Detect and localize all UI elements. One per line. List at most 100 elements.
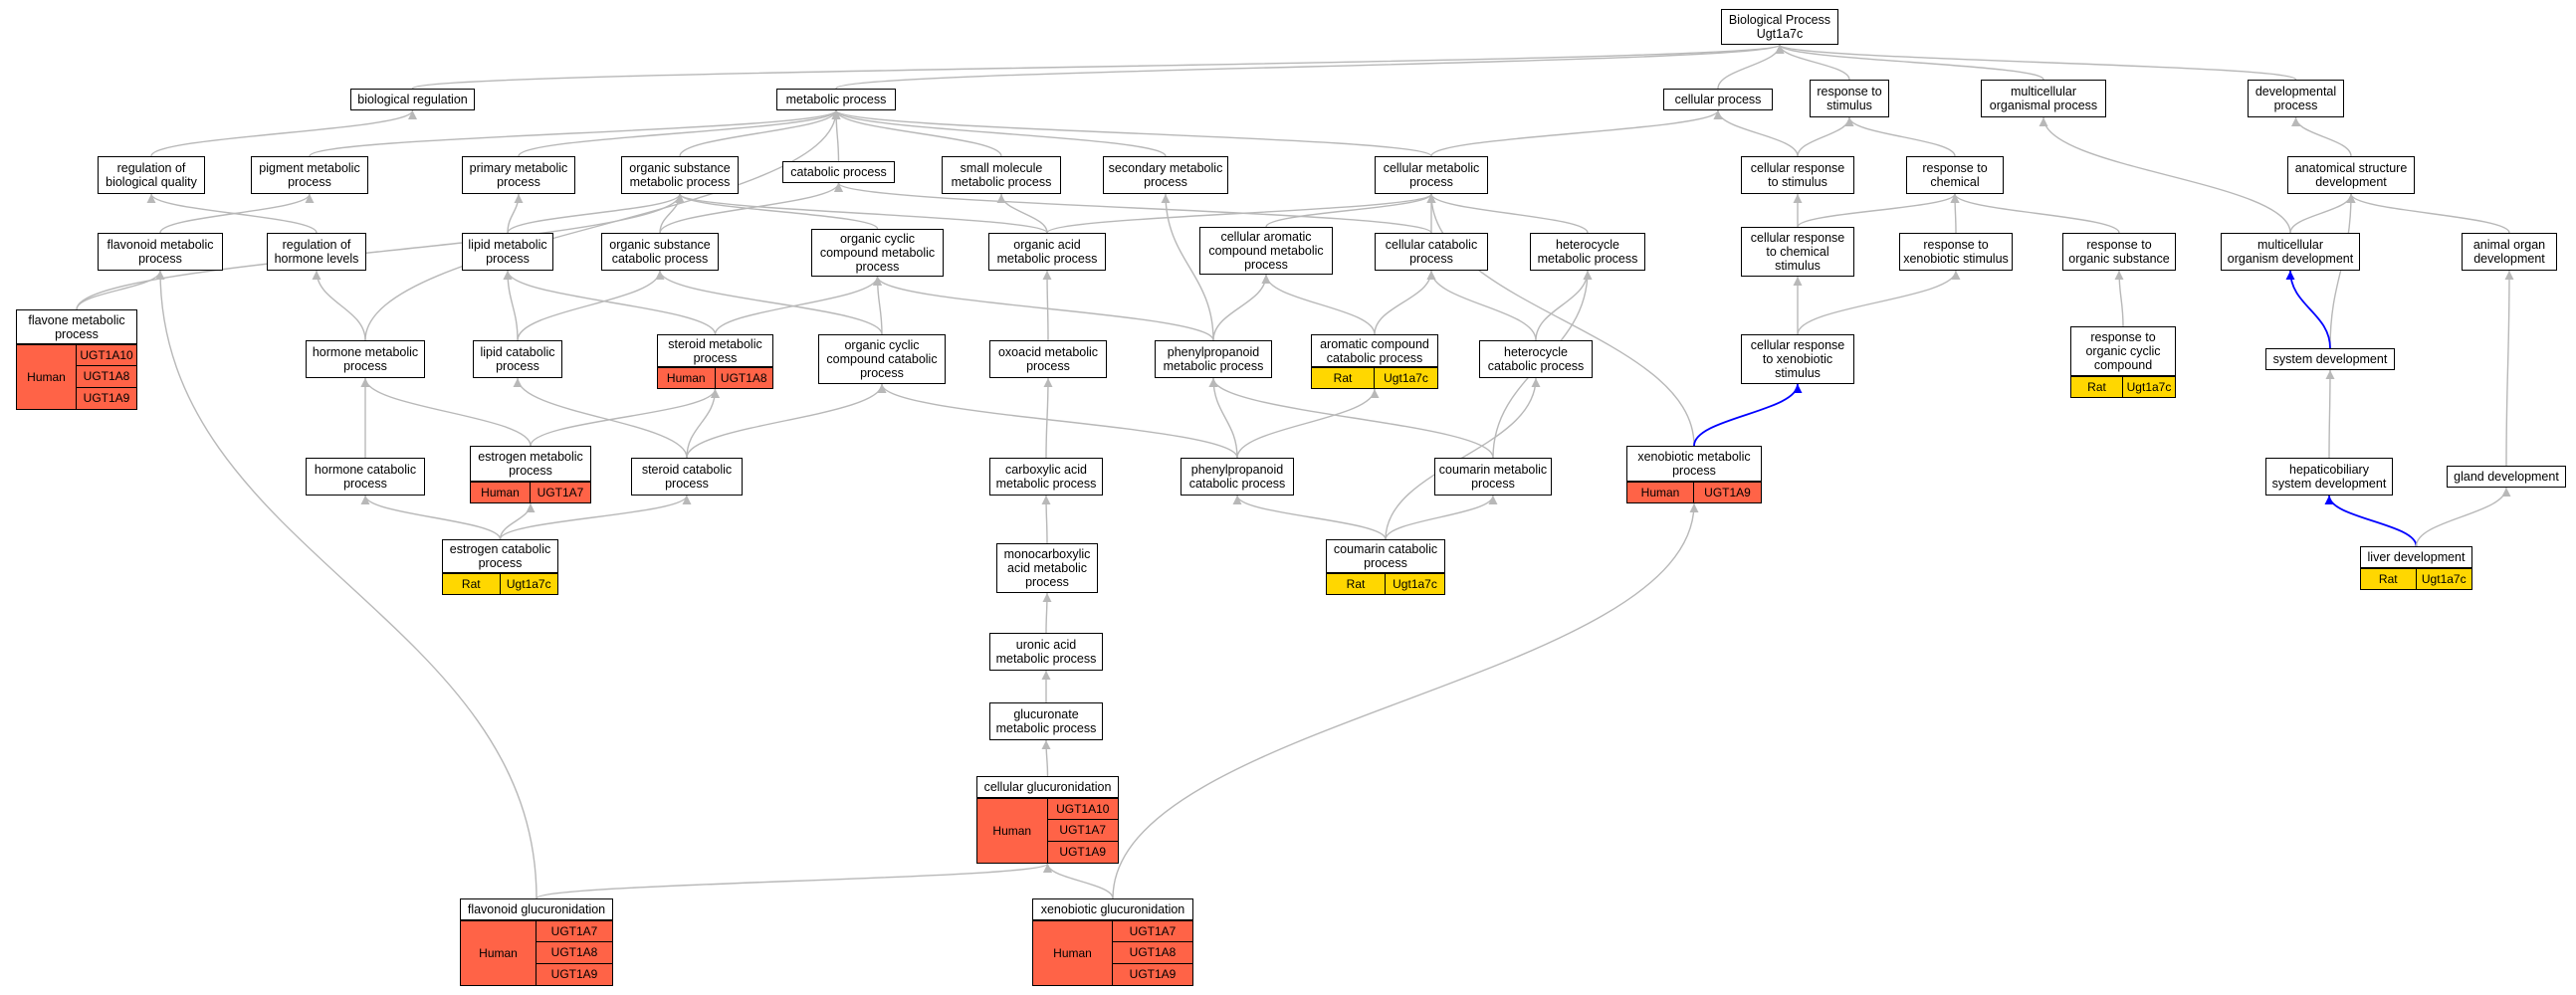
node-catabolic-process[interactable]: catabolic process [782,161,895,183]
node-liver-development[interactable]: liver development [2360,546,2472,568]
node-flavonoid-metabolic-process[interactable]: flavonoid metabolic process [98,233,223,271]
edge-cellular-response-to-xenobiotic-stimulus-to-response-to-xenobiotic-stimulus [1797,270,1957,335]
node-heterocycle-metabolic-process[interactable]: heterocycle metabolic process [1530,233,1645,271]
node-estrogen-metabolic-process[interactable]: estrogen metabolic process [470,446,591,482]
node-response-to-organic-substance[interactable]: response to organic substance [2062,233,2176,271]
node-organic-substance-metabolic-process[interactable]: organic substance metabolic process [621,156,739,194]
edge-response-to-stimulus-to-bp [1779,44,1850,81]
node-system-development[interactable]: system development [2265,348,2395,370]
node-biological-regulation[interactable]: biological regulation [350,89,475,110]
node-response-to-chemical[interactable]: response to chemical [1906,156,2004,194]
node-phenylpropanoid-catabolic-process[interactable]: phenylpropanoid catabolic process [1181,458,1294,496]
edge-arrowhead [1950,194,1960,203]
edge-arrowhead [1043,864,1052,873]
node-xenobiotic-glucuronidation[interactable]: xenobiotic glucuronidation [1032,898,1193,920]
gene-label: UGT1A7 [537,921,612,943]
edge-estrogen-metabolic-process-to-steroid-metabolic-process [530,388,717,447]
node-bp[interactable]: Biological Process Ugt1a7c [1721,9,1838,45]
node-hormone-metabolic-process[interactable]: hormone metabolic process [306,340,425,378]
node-multicellular-organism-development[interactable]: multicellular organism development [2221,233,2360,271]
edge-small-molecule-metabolic-process-to-metabolic-process [835,109,1002,157]
node-heterocycle-catabolic-process[interactable]: heterocycle catabolic process [1479,340,1593,378]
edge-arrowhead [2346,194,2356,203]
node-organic-substance-catabolic-process[interactable]: organic substance catabolic process [601,233,719,271]
edge-steroid-catabolic-process-to-organic-cyclic-compound-catabolic-process [686,383,883,459]
edge-metabolic-process-to-bp [835,44,1781,90]
node-organic-acid-metabolic-process[interactable]: organic acid metabolic process [988,233,1106,271]
node-pigment-metabolic-process[interactable]: pigment metabolic process [251,156,368,194]
node-oxoacid-metabolic-process[interactable]: oxoacid metabolic process [989,340,1107,378]
node-hepaticobiliary-system-development[interactable]: hepaticobiliary system development [2265,458,2393,496]
node-response-to-xenobiotic-stimulus[interactable]: response to xenobiotic stimulus [1899,233,2013,271]
node-regulation-of-hormone-levels[interactable]: regulation of hormone levels [267,233,366,271]
node-cellular-metabolic-process[interactable]: cellular metabolic process [1375,156,1488,194]
node-response-to-organic-cyclic-compound[interactable]: response to organic cyclic compound [2070,326,2176,376]
gene-label: Ugt1a7c [1384,371,1428,385]
edge-arrowhead [1583,271,1593,280]
edge-arrowhead [1793,384,1803,393]
species-label: Rat [1327,574,1386,594]
edge-coumarin-catabolic-process-to-phenylpropanoid-catabolic-process [1236,495,1387,540]
edge-phenylpropanoid-catabolic-process-to-phenylpropanoid-metabolic-process [1212,377,1238,459]
node-regulation-of-biological-quality[interactable]: regulation of biological quality [98,156,205,194]
node-steroid-catabolic-process[interactable]: steroid catabolic process [631,458,743,496]
node-secondary-metabolic-process[interactable]: secondary metabolic process [1103,156,1228,194]
node-steroid-metabolic-process[interactable]: steroid metabolic process [657,334,773,367]
gene-label: UGT1A7 [537,486,584,499]
node-cellular-response-to-xenobiotic-stimulus[interactable]: cellular response to xenobiotic stimulus [1741,334,1854,384]
node-carboxylic-acid-metabolic-process[interactable]: carboxylic acid metabolic process [989,458,1103,496]
gene-label: UGT1A8 [1113,942,1192,964]
node-response-to-stimulus[interactable]: response to stimulus [1810,80,1889,117]
node-flavone-metabolic-process[interactable]: flavone metabolic process [16,309,137,344]
node-multicellular-organismal-process[interactable]: multicellular organismal process [1981,80,2106,117]
node-aromatic-compound-catabolic-process[interactable]: aromatic compound catabolic process [1311,334,1438,367]
node-glucuronate-metabolic-process[interactable]: glucuronate metabolic process [989,702,1103,740]
edge-aromatic-compound-catabolic-process-to-cellular-aromatic-compound-metabolic-process [1265,274,1376,335]
edge-arrowhead [1793,194,1803,203]
node-flavonoid-glucuronidation[interactable]: flavonoid glucuronidation [460,898,613,920]
edge-arrowhead [360,496,370,504]
node-uronic-acid-metabolic-process[interactable]: uronic acid metabolic process [989,633,1103,671]
node-cellular-catabolic-process[interactable]: cellular catabolic process [1375,233,1488,271]
edge-cellular-aromatic-compound-metabolic-process-to-cellular-metabolic-process [1265,193,1432,228]
node-organic-cyclic-compound-catabolic-process[interactable]: organic cyclic compound catabolic proces… [818,334,946,384]
node-cellular-process[interactable]: cellular process [1663,89,1773,110]
node-cellular-response-to-chemical-stimulus[interactable]: cellular response to chemical stimulus [1741,227,1854,277]
node-estrogen-catabolic-process[interactable]: estrogen catabolic process [442,539,558,573]
node-primary-metabolic-process[interactable]: primary metabolic process [462,156,575,194]
edge-estrogen-metabolic-process-to-hormone-metabolic-process [364,377,532,447]
gene-label: UGT1A9 [1704,486,1751,499]
node-cellular-aromatic-compound-metabolic-process[interactable]: cellular aromatic compound metabolic pro… [1199,227,1333,275]
node-xenobiotic-metabolic-process[interactable]: xenobiotic metabolic process [1626,446,1762,482]
node-small-molecule-metabolic-process[interactable]: small molecule metabolic process [942,156,1061,194]
edge-arrowhead [1689,503,1699,512]
node-anatomical-structure-development[interactable]: anatomical structure development [2287,156,2415,194]
edge-arrowhead [711,389,720,398]
node-organic-cyclic-compound-metabolic-process[interactable]: organic cyclic compound metabolic proces… [811,229,944,277]
node-gland-development[interactable]: gland development [2447,466,2566,488]
gene-label: UGT1A9 [1059,845,1107,860]
node-lipid-catabolic-process[interactable]: lipid catabolic process [473,340,562,378]
node-developmental-process[interactable]: developmental process [2248,80,2344,117]
node-metabolic-process[interactable]: metabolic process [776,89,896,110]
edge-arrowhead [1043,378,1053,387]
node-hormone-catabolic-process[interactable]: hormone catabolic process [306,458,425,496]
node-animal-organ-development[interactable]: animal organ development [2462,233,2557,271]
edge-arrowhead [1041,740,1051,749]
node-coumarin-catabolic-process[interactable]: coumarin catabolic process [1326,539,1445,573]
node-cellular-glucuronidation[interactable]: cellular glucuronidation [976,776,1119,798]
edge-hepaticobiliary-system-development-to-system-development [2328,369,2331,459]
edge-arrowhead [312,271,322,280]
node-phenylpropanoid-metabolic-process[interactable]: phenylpropanoid metabolic process [1155,340,1272,378]
node-coumarin-metabolic-process[interactable]: coumarin metabolic process [1434,458,1552,496]
edge-arrowhead [1951,271,1961,280]
node-cellular-response-to-stimulus[interactable]: cellular response to stimulus [1741,156,1854,194]
gene-label: Ugt1a7c [2421,572,2467,586]
node-lipid-metabolic-process[interactable]: lipid metabolic process [462,233,553,271]
edge-arrowhead [146,194,156,203]
node-monocarboxylic-acid-metabolic-process[interactable]: monocarboxylic acid metabolic process [996,543,1098,593]
edge-arrowhead [408,110,417,119]
